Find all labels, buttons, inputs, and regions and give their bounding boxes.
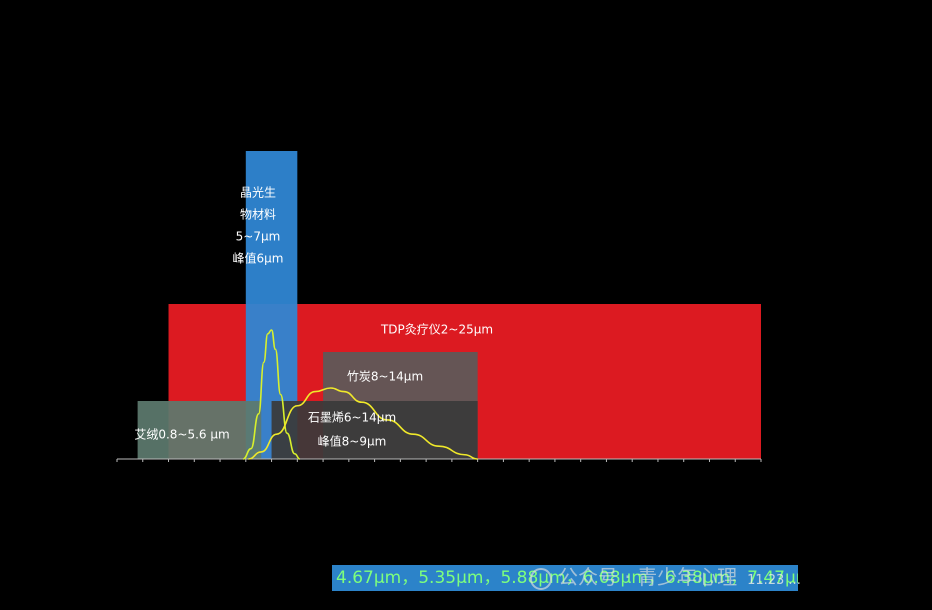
band-label-tdp: TDP灸疗仪2~25μm: [380, 323, 493, 337]
band-label-crystal-bio: 物材料: [240, 208, 276, 222]
band-label-crystal-bio: 5~7μm: [236, 230, 281, 244]
peak-wavelength-banner: 4.67μm，5.35μm，5.88μm，6.08μm，6.38μm，7.47μ…: [332, 565, 798, 591]
curve-graphene: [248, 387, 478, 460]
watermark-small-text: 11.23 ...: [747, 573, 801, 588]
band-label-bamboo-charcoal: 竹炭8~14μm: [347, 370, 423, 384]
watermark: 公众号 · 青少年心理 11.23 ...: [530, 562, 801, 596]
watermark-text: 公众号 · 青少年心理: [558, 565, 738, 589]
curve-crystal-bio: [242, 329, 301, 460]
band-label-crystal-bio: 晶光生: [240, 186, 276, 200]
wechat-icon: [530, 567, 552, 590]
curves-layer: [242, 329, 478, 460]
band-label-graphene: 峰值8~9μm: [318, 434, 387, 449]
band-label-crystal-bio: 峰值6μm: [233, 251, 284, 266]
bands-layer: [137, 151, 761, 459]
band-label-graphene: 石墨烯6~14μm: [308, 411, 396, 425]
band-label-moxa: 艾绒0.8~5.6 μm: [134, 428, 229, 442]
x-axis: [116, 458, 762, 462]
band-moxa: [137, 401, 262, 459]
